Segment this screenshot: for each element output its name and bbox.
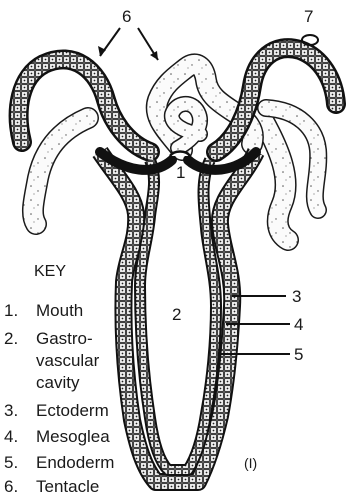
key-item-6-text: Tentacle xyxy=(36,477,99,496)
label-2: 2 xyxy=(172,305,181,324)
key: KEY 1. Mouth 2. Gastro- vascular cavity … xyxy=(4,263,114,496)
key-item-2-number: 2. xyxy=(4,329,18,348)
key-item-2-line-1: Gastro- xyxy=(36,329,93,348)
key-item-3-number: 3. xyxy=(4,401,18,420)
key-item-4-text: Mesoglea xyxy=(36,427,110,446)
key-title: KEY xyxy=(34,263,66,280)
label-7: 7 xyxy=(304,7,313,26)
key-item-4-number: 4. xyxy=(4,427,18,446)
key-item-3-text: Ectoderm xyxy=(36,401,109,420)
key-item-5-number: 5. xyxy=(4,453,18,472)
mouth-opening xyxy=(170,152,190,157)
key-item-2-line-2: vascular xyxy=(36,351,100,370)
label-1: 1 xyxy=(176,163,185,182)
key-item-2-line-3: cavity xyxy=(36,373,80,392)
key-item-6-number: 6. xyxy=(4,477,18,496)
key-item-5-text: Endoderm xyxy=(36,453,114,472)
label-3: 3 xyxy=(292,287,301,306)
label-6: 6 xyxy=(122,7,131,26)
label-4: 4 xyxy=(294,315,303,334)
label-5: 5 xyxy=(294,345,303,364)
figure-number: (I) xyxy=(244,455,257,471)
key-item-1-text: Mouth xyxy=(36,301,83,320)
key-item-1-number: 1. xyxy=(4,301,18,320)
